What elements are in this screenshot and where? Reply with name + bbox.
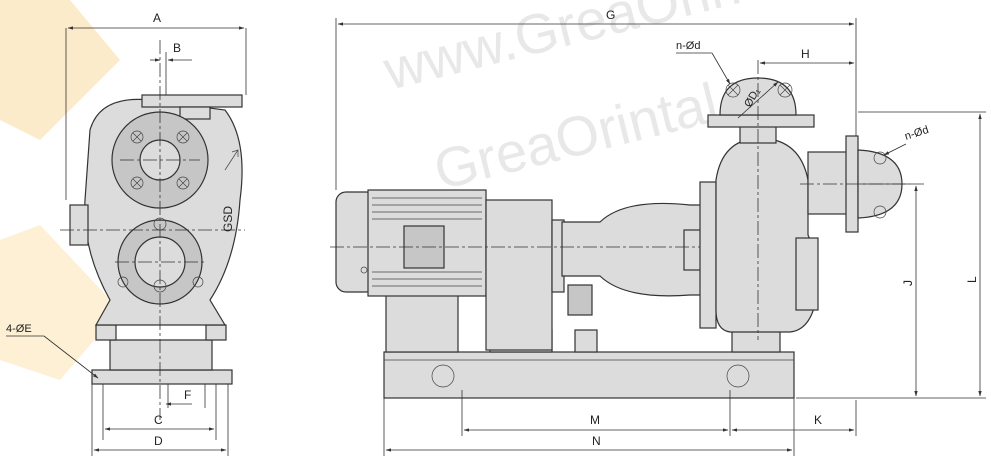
dim-n-label: N bbox=[592, 434, 601, 448]
dim-m-label: M bbox=[590, 413, 600, 427]
front-lower-bolt-right bbox=[192, 276, 204, 288]
front-base-plate bbox=[91, 369, 233, 385]
side-view: G H n-Ød ØD₁ n-Ød J L M K bbox=[330, 8, 986, 456]
frame-support bbox=[574, 329, 598, 353]
dim-l-label: L bbox=[965, 276, 979, 283]
motor-foot-support bbox=[385, 291, 459, 353]
front-base-pedestal bbox=[109, 339, 213, 371]
dim-j-label: J bbox=[901, 280, 915, 286]
flange-diameter-leader bbox=[737, 81, 779, 119]
bearing-bracket bbox=[567, 284, 593, 316]
dim-f-label: F bbox=[184, 388, 191, 402]
watermark-text-2: GreaOrintal bbox=[428, 70, 724, 201]
dim-c-label: C bbox=[154, 413, 163, 427]
front-foot-left bbox=[95, 324, 117, 341]
coupling-guard bbox=[485, 199, 553, 351]
front-outlet-flange bbox=[141, 94, 243, 108]
suction-neck bbox=[807, 151, 851, 215]
dim-d-label: D bbox=[154, 434, 163, 448]
flange-holes-top-label: n-Ød bbox=[676, 40, 700, 52]
side-base-hole-left bbox=[431, 364, 455, 388]
motor-fins bbox=[372, 197, 482, 287]
front-view: GSD A B 4-ØE F C D bbox=[6, 11, 247, 456]
discharge-bolt-right bbox=[777, 82, 793, 98]
pump-side-cover bbox=[795, 237, 819, 311]
side-base-hole-right bbox=[726, 364, 750, 388]
flange-holes-side-label: n-Ød bbox=[903, 124, 930, 143]
holes-e-leader bbox=[43, 335, 99, 379]
suction-bolt-top bbox=[873, 151, 887, 165]
pump-foot-support bbox=[731, 329, 781, 353]
dim-h-label: H bbox=[801, 47, 810, 61]
dim-b-label: B bbox=[173, 41, 181, 55]
dim-g-label: G bbox=[606, 8, 615, 22]
flange-holes-top-leader bbox=[711, 52, 731, 85]
side-base-rail bbox=[383, 351, 795, 399]
front-lower-bolt-left bbox=[117, 276, 129, 288]
discharge-bolt-right-cross bbox=[779, 84, 791, 96]
pump-back-plate bbox=[699, 181, 717, 329]
casting-mark: GSD bbox=[221, 206, 235, 232]
front-upper-bolts bbox=[130, 130, 190, 190]
dim-k-label: K bbox=[814, 413, 822, 427]
seal-housing bbox=[683, 229, 703, 271]
watermark-logo-shape bbox=[0, 0, 120, 140]
front-side-boss bbox=[69, 204, 89, 246]
front-foot-right bbox=[205, 324, 227, 341]
watermark-logo-shape-2 bbox=[0, 225, 120, 380]
discharge-bolt-left bbox=[725, 82, 741, 98]
dim-a-label: A bbox=[153, 11, 161, 25]
holes-e-label: 4-ØE bbox=[6, 323, 32, 335]
front-outlet-neck bbox=[179, 106, 211, 120]
suction-bolt-bottom bbox=[873, 205, 887, 219]
motor-lifting-point bbox=[360, 266, 368, 274]
front-rotation-arrow bbox=[224, 149, 239, 171]
discharge-bolt-left-cross bbox=[727, 84, 739, 96]
discharge-flange-plate bbox=[707, 114, 815, 128]
flange-holes-side-leader bbox=[883, 143, 907, 156]
